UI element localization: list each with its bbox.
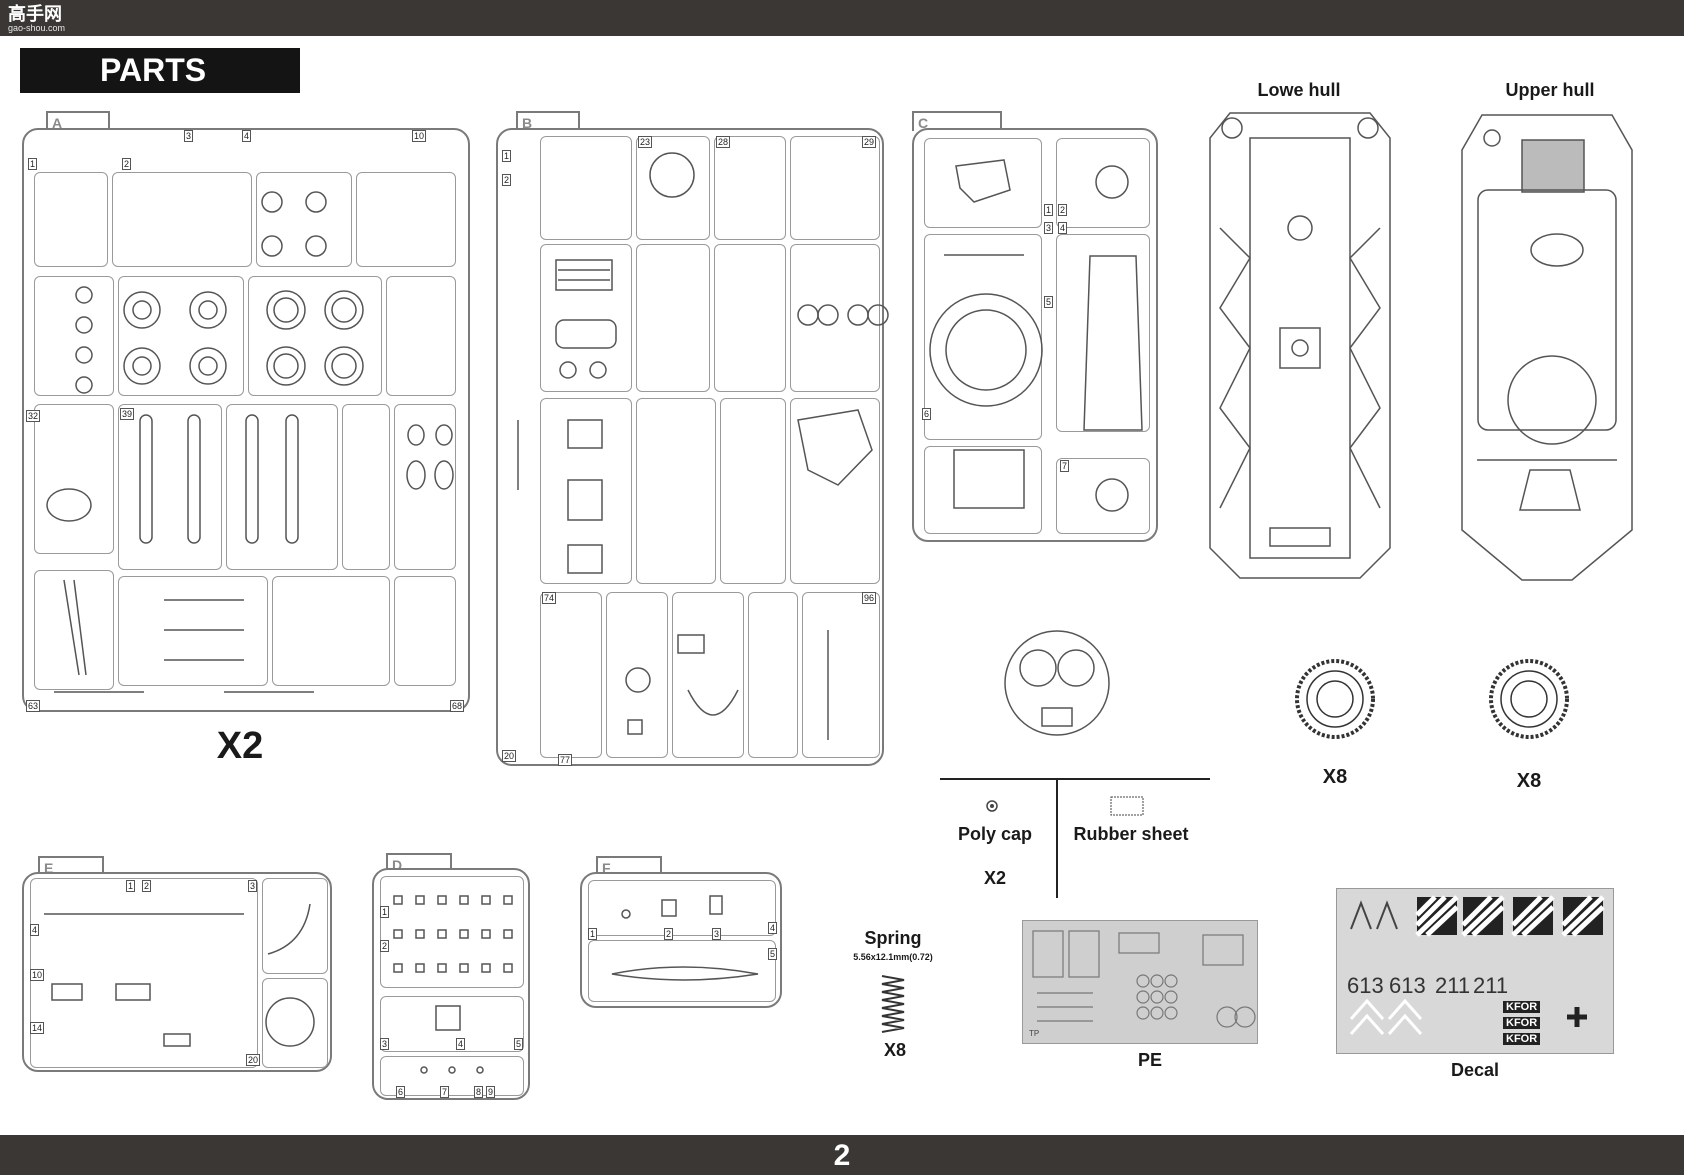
wheel-right-quantity: X8 [1516, 770, 1542, 792]
top-band: 高手网 gao-shou.com [0, 0, 1684, 36]
watermark-logo: 高手网 gao-shou.com [8, 4, 66, 33]
sprue-c-drawing [929, 159, 1143, 512]
sprue-e-drawing [44, 903, 315, 1047]
decal-sheet-drawing [1349, 895, 1605, 1035]
wheel-left-quantity: X8 [1322, 766, 1348, 788]
decal-kfor-2: KFOR [1503, 1017, 1541, 1029]
decal-number-2: 613 [1389, 973, 1426, 998]
sprue-a-tab: A [46, 111, 110, 131]
page-number: 2 [833, 1139, 851, 1172]
turret-ring-drawing [1004, 630, 1110, 736]
pe-code: TP [1029, 1029, 1040, 1038]
rubber-sheet-label: Rubber sheet [1073, 824, 1189, 844]
sprue-c: 1 2 3 4 5 6 7 [912, 128, 1158, 542]
sprue-b: 1 2 23 28 29 74 96 20 77 [496, 128, 889, 766]
sprue-a-quantity: X2 [216, 725, 264, 767]
upper-hull-drawing [1461, 114, 1633, 581]
decal-label: Decal [1450, 1060, 1500, 1080]
sprue-d: 1 2 3 4 5 6 7 8 9 [372, 868, 530, 1100]
table-rule [940, 778, 1210, 780]
spring-quantity: X8 [883, 1040, 907, 1060]
poly-cap-icon [986, 800, 998, 812]
wheel-left-drawing [1295, 659, 1375, 739]
sprue-f-tab: F [596, 856, 662, 876]
table-divider [1056, 778, 1058, 898]
pe-label: PE [1137, 1050, 1162, 1070]
rubber-sheet-icon [1110, 796, 1144, 816]
sprue-d-drawing [393, 895, 513, 1074]
decal-sheet: 613 613 211 211 KFOR KFOR KFOR [1336, 888, 1614, 1054]
lower-hull-drawing [1209, 112, 1391, 579]
sprue-c-tab: C [912, 111, 1002, 131]
sprue-a: 1 2 3 4 10 32 39 63 68 [22, 128, 470, 712]
decal-kfor-3: KFOR [1503, 1033, 1541, 1045]
spring-icon [881, 975, 905, 1033]
decal-number-4: 211 [1473, 973, 1509, 998]
decal-number-3: 211 [1435, 973, 1471, 998]
bottom-band: 2 [0, 1135, 1684, 1175]
pe-fret-drawing [1032, 930, 1256, 1028]
spring-spec: 5.56x12.1mm(0.72) [853, 952, 933, 962]
sprue-b-tab: B [516, 111, 580, 131]
sprue-e-tab: E [38, 856, 104, 876]
sprue-f: 1 2 3 4 5 [580, 872, 782, 1008]
section-title: PARTS [20, 48, 300, 93]
pe-fret: TP [1022, 920, 1258, 1044]
sprue-e: 1 2 3 4 10 14 20 [22, 872, 332, 1072]
spring-label: Spring [864, 928, 922, 948]
decal-number-1: 613 [1347, 973, 1384, 998]
sprue-b-drawing [517, 152, 889, 740]
sprue-f-drawing [611, 895, 759, 981]
sprue-a-drawing [46, 191, 454, 693]
wheel-right-drawing [1489, 659, 1569, 739]
poly-cap-quantity: X2 [983, 868, 1007, 888]
poly-cap-label: Poly cap [957, 824, 1033, 844]
upper-hull-label: Upper hull [1505, 80, 1595, 100]
decal-kfor-1: KFOR [1503, 1001, 1541, 1013]
lower-hull-label: Lowe hull [1257, 80, 1341, 100]
